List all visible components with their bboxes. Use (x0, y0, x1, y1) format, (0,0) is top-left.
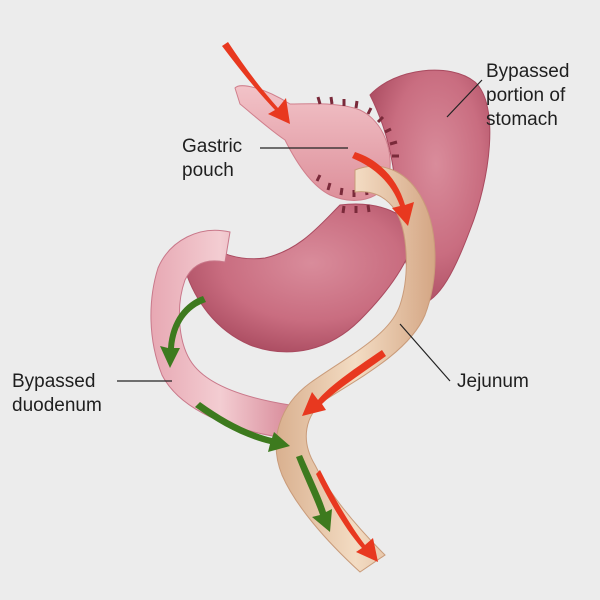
leader-bypassed-stomach (446, 79, 483, 118)
digestive-arrow-3 (296, 455, 332, 532)
digestive-arrow-2 (195, 402, 290, 452)
food-arrow-4 (316, 470, 378, 562)
food-arrow-2 (352, 152, 414, 226)
digestive-arrow-1 (160, 296, 206, 368)
leader-jejunum (399, 323, 451, 382)
food-arrow-1 (222, 42, 290, 124)
food-flow-arrows (222, 42, 414, 562)
leader-lines (117, 79, 483, 382)
label-bypassed-stomach: Bypassed portion of stomach (486, 61, 570, 130)
digestive-flow-arrows (160, 296, 332, 532)
label-bypassed-duodenum: Bypassed duodenum (12, 371, 102, 416)
stomach-body-shape (184, 203, 416, 353)
label-gastric-pouch: Gastric pouch (182, 136, 243, 181)
food-arrow-3 (302, 350, 386, 416)
label-jejunum: Jejunum (457, 371, 529, 392)
